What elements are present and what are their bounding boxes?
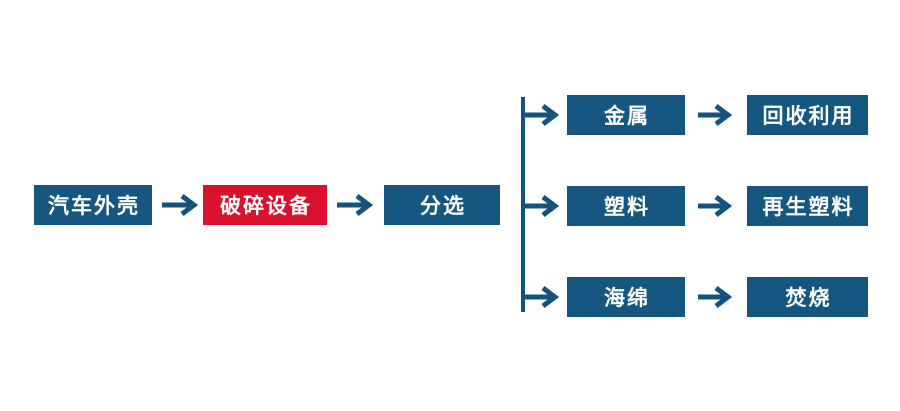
node-car-shell: 汽车外壳 <box>34 185 152 225</box>
node-incineration: 焚烧 <box>747 277 868 317</box>
node-metal: 金属 <box>567 95 685 135</box>
arrow-right-icon <box>523 104 560 126</box>
arrow-right-icon <box>698 195 733 217</box>
arrow-right-icon <box>162 194 199 216</box>
node-sorting: 分选 <box>384 185 500 225</box>
node-crusher: 破碎设备 <box>203 185 327 225</box>
node-recycle: 回收利用 <box>747 95 868 135</box>
node-plastic: 塑料 <box>567 186 685 226</box>
arrow-right-icon <box>337 194 374 216</box>
node-recycled-plastic: 再生塑料 <box>747 186 868 226</box>
arrow-right-icon <box>698 104 733 126</box>
arrow-right-icon <box>698 286 733 308</box>
node-sponge: 海绵 <box>567 277 685 317</box>
arrow-right-icon <box>523 286 560 308</box>
arrow-right-icon <box>523 195 560 217</box>
